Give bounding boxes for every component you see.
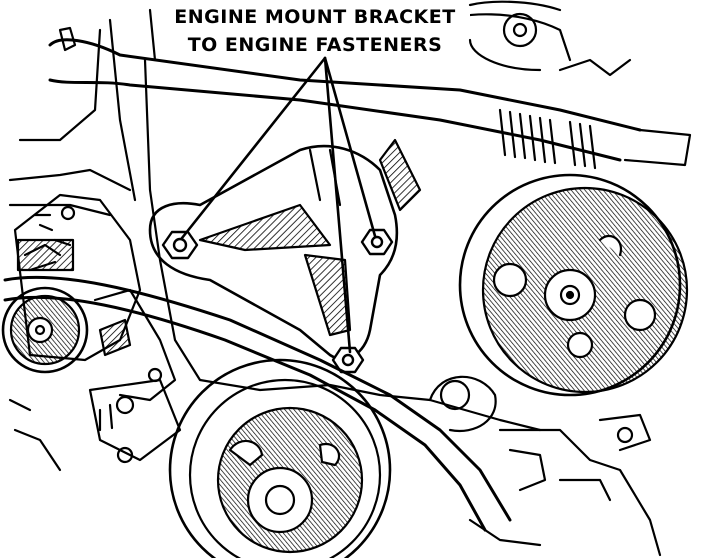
bracket-cutout-lower (303, 253, 352, 337)
engine-cover-edge (108, 18, 137, 202)
callout-title-line-2: TO ENGINE FASTENERS (170, 34, 460, 56)
drive-belt (3, 275, 512, 522)
upper-hose (48, 38, 642, 132)
belt-tensioner (88, 288, 182, 464)
callout-title-line-1: ENGINE MOUNT BRACKET (160, 6, 470, 28)
mount-bracket (148, 144, 399, 361)
bracket-cutout-upper (378, 138, 422, 212)
fastener-right-hex (360, 228, 394, 256)
alternator-pulley (1, 286, 89, 374)
crankshaft-damper (168, 358, 392, 558)
bracket-cutout-left (198, 203, 332, 252)
fastener-left-hex (161, 230, 199, 260)
callout-leaders (180, 56, 377, 354)
power-steering-pulley (458, 173, 689, 397)
engine-block-outline (143, 58, 542, 432)
